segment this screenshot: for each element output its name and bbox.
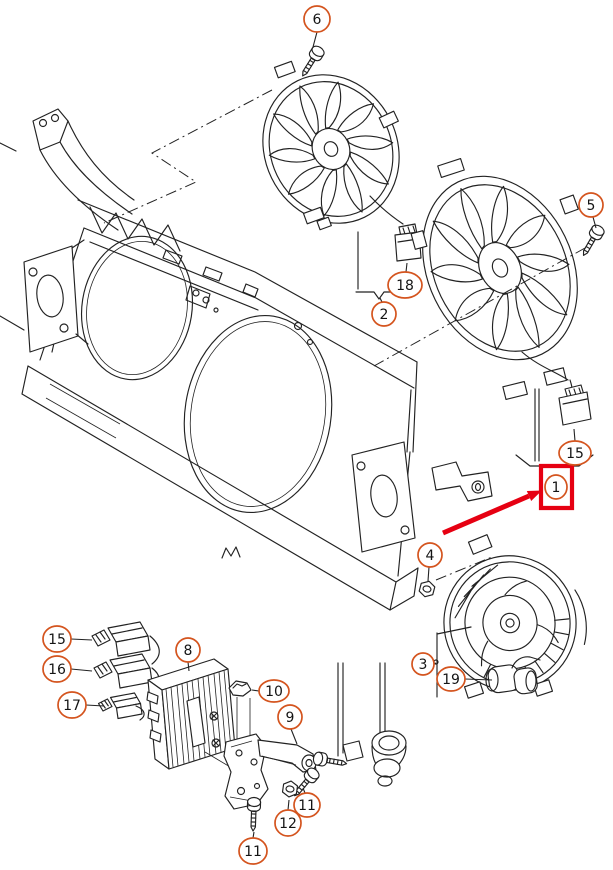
highlight-layer — [443, 466, 572, 533]
callout-number: 15 — [566, 446, 584, 462]
callout-circle — [412, 653, 434, 675]
callout-circle — [239, 838, 267, 864]
callout-leader-line — [253, 832, 254, 838]
bolt-11-bottom — [245, 796, 262, 832]
callout-18[interactable]: 18 — [388, 263, 422, 298]
callout-number: 12 — [279, 816, 297, 832]
motor-19 — [486, 657, 540, 695]
callout-15[interactable]: 15 — [559, 429, 591, 465]
bracket-9 — [224, 734, 316, 809]
bolt-5 — [577, 222, 607, 260]
callout-16[interactable]: 16 — [43, 656, 92, 682]
callout-number: 1 — [552, 480, 561, 496]
callout-circle — [43, 656, 71, 682]
callout-number: 4 — [426, 548, 435, 564]
callout-number: 18 — [396, 278, 414, 294]
callout-19[interactable]: 19 — [437, 667, 492, 691]
callout-number: 11 — [298, 798, 316, 814]
callout-6[interactable]: 6 — [304, 6, 330, 47]
control-module-8 — [147, 659, 252, 780]
callout-circle — [388, 272, 422, 298]
callout-leader-line — [71, 669, 92, 671]
callout-10[interactable]: 10 — [252, 680, 289, 702]
callout-number: 19 — [442, 672, 460, 688]
callout-circle — [559, 441, 591, 465]
callout-circle — [58, 692, 86, 718]
callout-number: 6 — [313, 12, 322, 28]
side-member-column — [338, 663, 406, 786]
callout-circle — [372, 302, 396, 326]
callout-number: 9 — [286, 710, 295, 726]
callout-leader-line — [428, 567, 429, 581]
zigzag-alignment-line — [104, 90, 272, 223]
callout-number: 5 — [587, 198, 596, 214]
callout-leader-line — [303, 788, 305, 793]
callout-leader-line — [465, 679, 492, 680]
callout-circle — [304, 6, 330, 32]
callout-circle — [43, 626, 71, 652]
callout-12[interactable]: 12 — [275, 800, 301, 836]
callout-leader-line — [313, 32, 317, 47]
callout-number: 3 — [419, 657, 428, 673]
fan2-alignment-line — [374, 248, 585, 366]
callout-leader-line — [188, 662, 189, 671]
nut-4 — [417, 578, 437, 600]
callout-leader-line — [86, 705, 104, 706]
callout-5[interactable]: 5 — [579, 193, 603, 228]
callout-leader-line — [593, 217, 596, 228]
fan1-cable — [370, 196, 403, 224]
callout-circle — [278, 705, 302, 729]
highlight-box — [541, 466, 572, 508]
callout-circle — [176, 638, 200, 662]
highlight-arrow-head — [526, 490, 542, 502]
callout-1[interactable]: 1 — [545, 475, 567, 499]
callout-number: 8 — [184, 643, 193, 659]
callout-17[interactable]: 17 — [58, 692, 104, 718]
callout-circle — [275, 810, 301, 836]
fan-assembly-right — [393, 150, 607, 466]
callout-11[interactable]: 11 — [294, 788, 320, 817]
callout-leader-line — [406, 263, 407, 272]
callout-leader-line — [252, 690, 259, 691]
callout-15[interactable]: 15 — [43, 626, 92, 652]
bolt-column — [311, 750, 349, 771]
highlight-arrow — [443, 496, 529, 533]
connector-15-right — [559, 380, 591, 425]
connector-15-left — [91, 621, 151, 657]
callout-3[interactable]: 3 — [412, 653, 436, 675]
fan2-cable — [522, 352, 568, 380]
callout-circle — [259, 680, 289, 702]
callout-leader-line — [71, 639, 92, 640]
callout-leader-line — [291, 729, 297, 744]
callout-leader-line — [380, 298, 382, 302]
radiator-support-frame — [0, 109, 492, 610]
callout-circle — [545, 475, 567, 499]
callout-2[interactable]: 2 — [372, 298, 396, 326]
fan-assembly-top — [238, 52, 423, 299]
callout-number: 11 — [244, 844, 262, 860]
callout-4[interactable]: 4 — [418, 543, 442, 581]
callout-number: 10 — [265, 684, 283, 700]
callout-number: 2 — [380, 307, 389, 323]
callout-circle — [418, 543, 442, 567]
clip-10 — [229, 681, 251, 744]
connector-16 — [93, 653, 153, 689]
callout-number: 16 — [48, 662, 66, 678]
alignment-lines — [104, 90, 585, 580]
callout-number: 17 — [63, 698, 81, 714]
callout-11[interactable]: 11 — [239, 832, 267, 864]
callout-9[interactable]: 9 — [278, 705, 302, 744]
callout-leader-line — [574, 429, 575, 441]
callout-circle — [579, 193, 603, 217]
connector-17 — [98, 692, 143, 719]
callout-leader-line — [288, 800, 289, 810]
callout-8[interactable]: 8 — [176, 638, 200, 671]
callout-circle — [437, 667, 465, 691]
callout-circle — [294, 793, 320, 817]
callout-number: 15 — [48, 632, 66, 648]
fan3-alignment-line — [436, 557, 492, 580]
fan-assembly-bottom — [429, 535, 600, 705]
